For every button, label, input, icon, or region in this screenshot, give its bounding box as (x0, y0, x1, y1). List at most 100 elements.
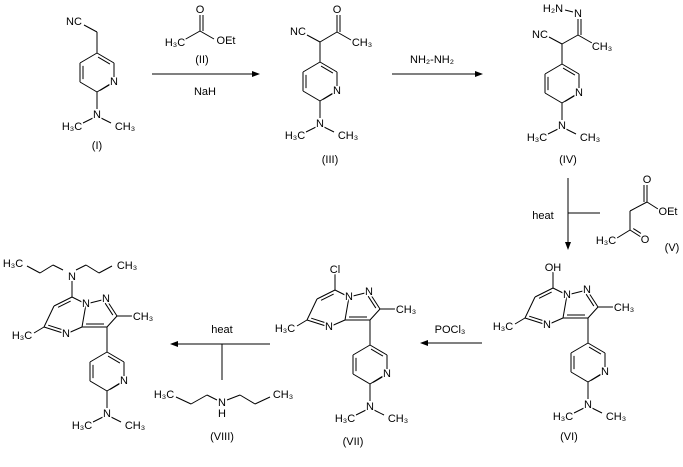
bond (82, 117, 94, 124)
bond (587, 342, 606, 354)
bond (71, 296, 87, 305)
ring-nitrogen: N (365, 286, 373, 298)
amine-nitrogen: N (93, 109, 101, 121)
bond (352, 373, 371, 385)
ring-nitrogen: N (325, 321, 333, 333)
methyl-label: CH₃ (592, 41, 612, 53)
methyl-label: CH₃ (580, 132, 600, 144)
bond (306, 298, 318, 321)
double-bond (48, 324, 64, 331)
compound-label-V: (V) (665, 242, 680, 254)
bond (81, 303, 87, 328)
bond (570, 371, 589, 383)
bond (83, 24, 98, 33)
bond (296, 319, 308, 327)
bond (534, 287, 554, 298)
double-bond (311, 317, 327, 324)
imine-nitrogen: N (574, 8, 582, 20)
ring-nitrogen: N (583, 284, 591, 296)
double-bond (538, 291, 552, 299)
double-bond (632, 228, 642, 234)
bond (334, 289, 350, 298)
bond (43, 326, 67, 335)
arrowhead (170, 341, 178, 347)
methyl-label: H₃C (527, 132, 547, 144)
bond (302, 61, 321, 73)
ethoxy-label: OEt (659, 206, 678, 218)
bond (552, 287, 568, 296)
bond (175, 396, 192, 405)
bond (524, 317, 548, 326)
bond (629, 201, 648, 212)
ethoxy-label: OEt (217, 35, 236, 47)
bond (566, 289, 588, 296)
double-bond (564, 94, 577, 102)
bond (89, 351, 108, 363)
bond (302, 90, 321, 102)
pyridine-nitrogen: N (601, 366, 609, 378)
bond (319, 31, 338, 43)
arrowhead (475, 71, 483, 77)
nitrile-label: NC (532, 29, 548, 41)
bond (565, 128, 577, 135)
methyl-label: H₃C (285, 130, 305, 142)
bond (629, 229, 642, 238)
methyl-label: CH₃ (115, 121, 135, 133)
bridgehead-nitrogen: N (563, 289, 571, 301)
oxygen-label: O (196, 4, 205, 16)
nitrile-label: NC (290, 26, 306, 38)
methyl-label: H₃C (154, 389, 174, 401)
compound-label-IV: (IV) (559, 154, 577, 166)
methyl-label: H₃C (72, 420, 92, 432)
bonds-layer (26, 9, 659, 423)
bond (564, 9, 574, 13)
reagent-label: heat (532, 210, 553, 222)
ring-nitrogen: N (102, 293, 110, 305)
compound-label-II: (II) (195, 54, 208, 66)
bond (89, 380, 108, 392)
bond (226, 394, 241, 401)
compound-label-I: (I) (92, 140, 102, 152)
oxygen-label: O (643, 174, 652, 186)
compound-label-VII: (VII) (343, 436, 364, 448)
bond (98, 265, 113, 274)
double-bond (107, 355, 121, 364)
double-bond (590, 373, 603, 381)
bond (254, 396, 271, 405)
bond (43, 305, 55, 328)
bond (348, 291, 370, 298)
bond (344, 296, 350, 321)
bond (26, 265, 41, 274)
methyl-label: H₃C (62, 121, 82, 133)
reagent-label: NH₂-NH₂ (410, 54, 454, 66)
bond (561, 63, 580, 75)
bond (562, 294, 568, 319)
methyl-label: H₃C (12, 330, 32, 342)
double-bond (529, 315, 545, 322)
bond (96, 52, 115, 64)
bond (53, 296, 73, 307)
bond (206, 394, 218, 401)
bond (100, 117, 112, 124)
bond (646, 201, 659, 210)
hydrogen-label: H (218, 408, 226, 420)
methyl-label: CH₃ (396, 304, 416, 316)
double-bond (320, 293, 334, 301)
bond (323, 126, 335, 133)
oxygen-label: O (333, 4, 342, 16)
amine-nitrogen: N (584, 399, 592, 411)
methyl-label: H₃C (493, 321, 513, 333)
bond (570, 342, 589, 354)
arrows-layer (152, 71, 600, 380)
double-bond (109, 382, 122, 390)
bond (39, 264, 54, 274)
double-bond (367, 295, 377, 309)
amine-nitrogen: N (103, 408, 111, 420)
bond (544, 63, 563, 75)
bond (106, 351, 125, 363)
bond (33, 326, 45, 334)
bond (92, 416, 104, 423)
compound-label-VI: (VI) (560, 431, 578, 443)
double-bond (370, 348, 384, 357)
methyl-label: CH₃ (606, 411, 626, 423)
